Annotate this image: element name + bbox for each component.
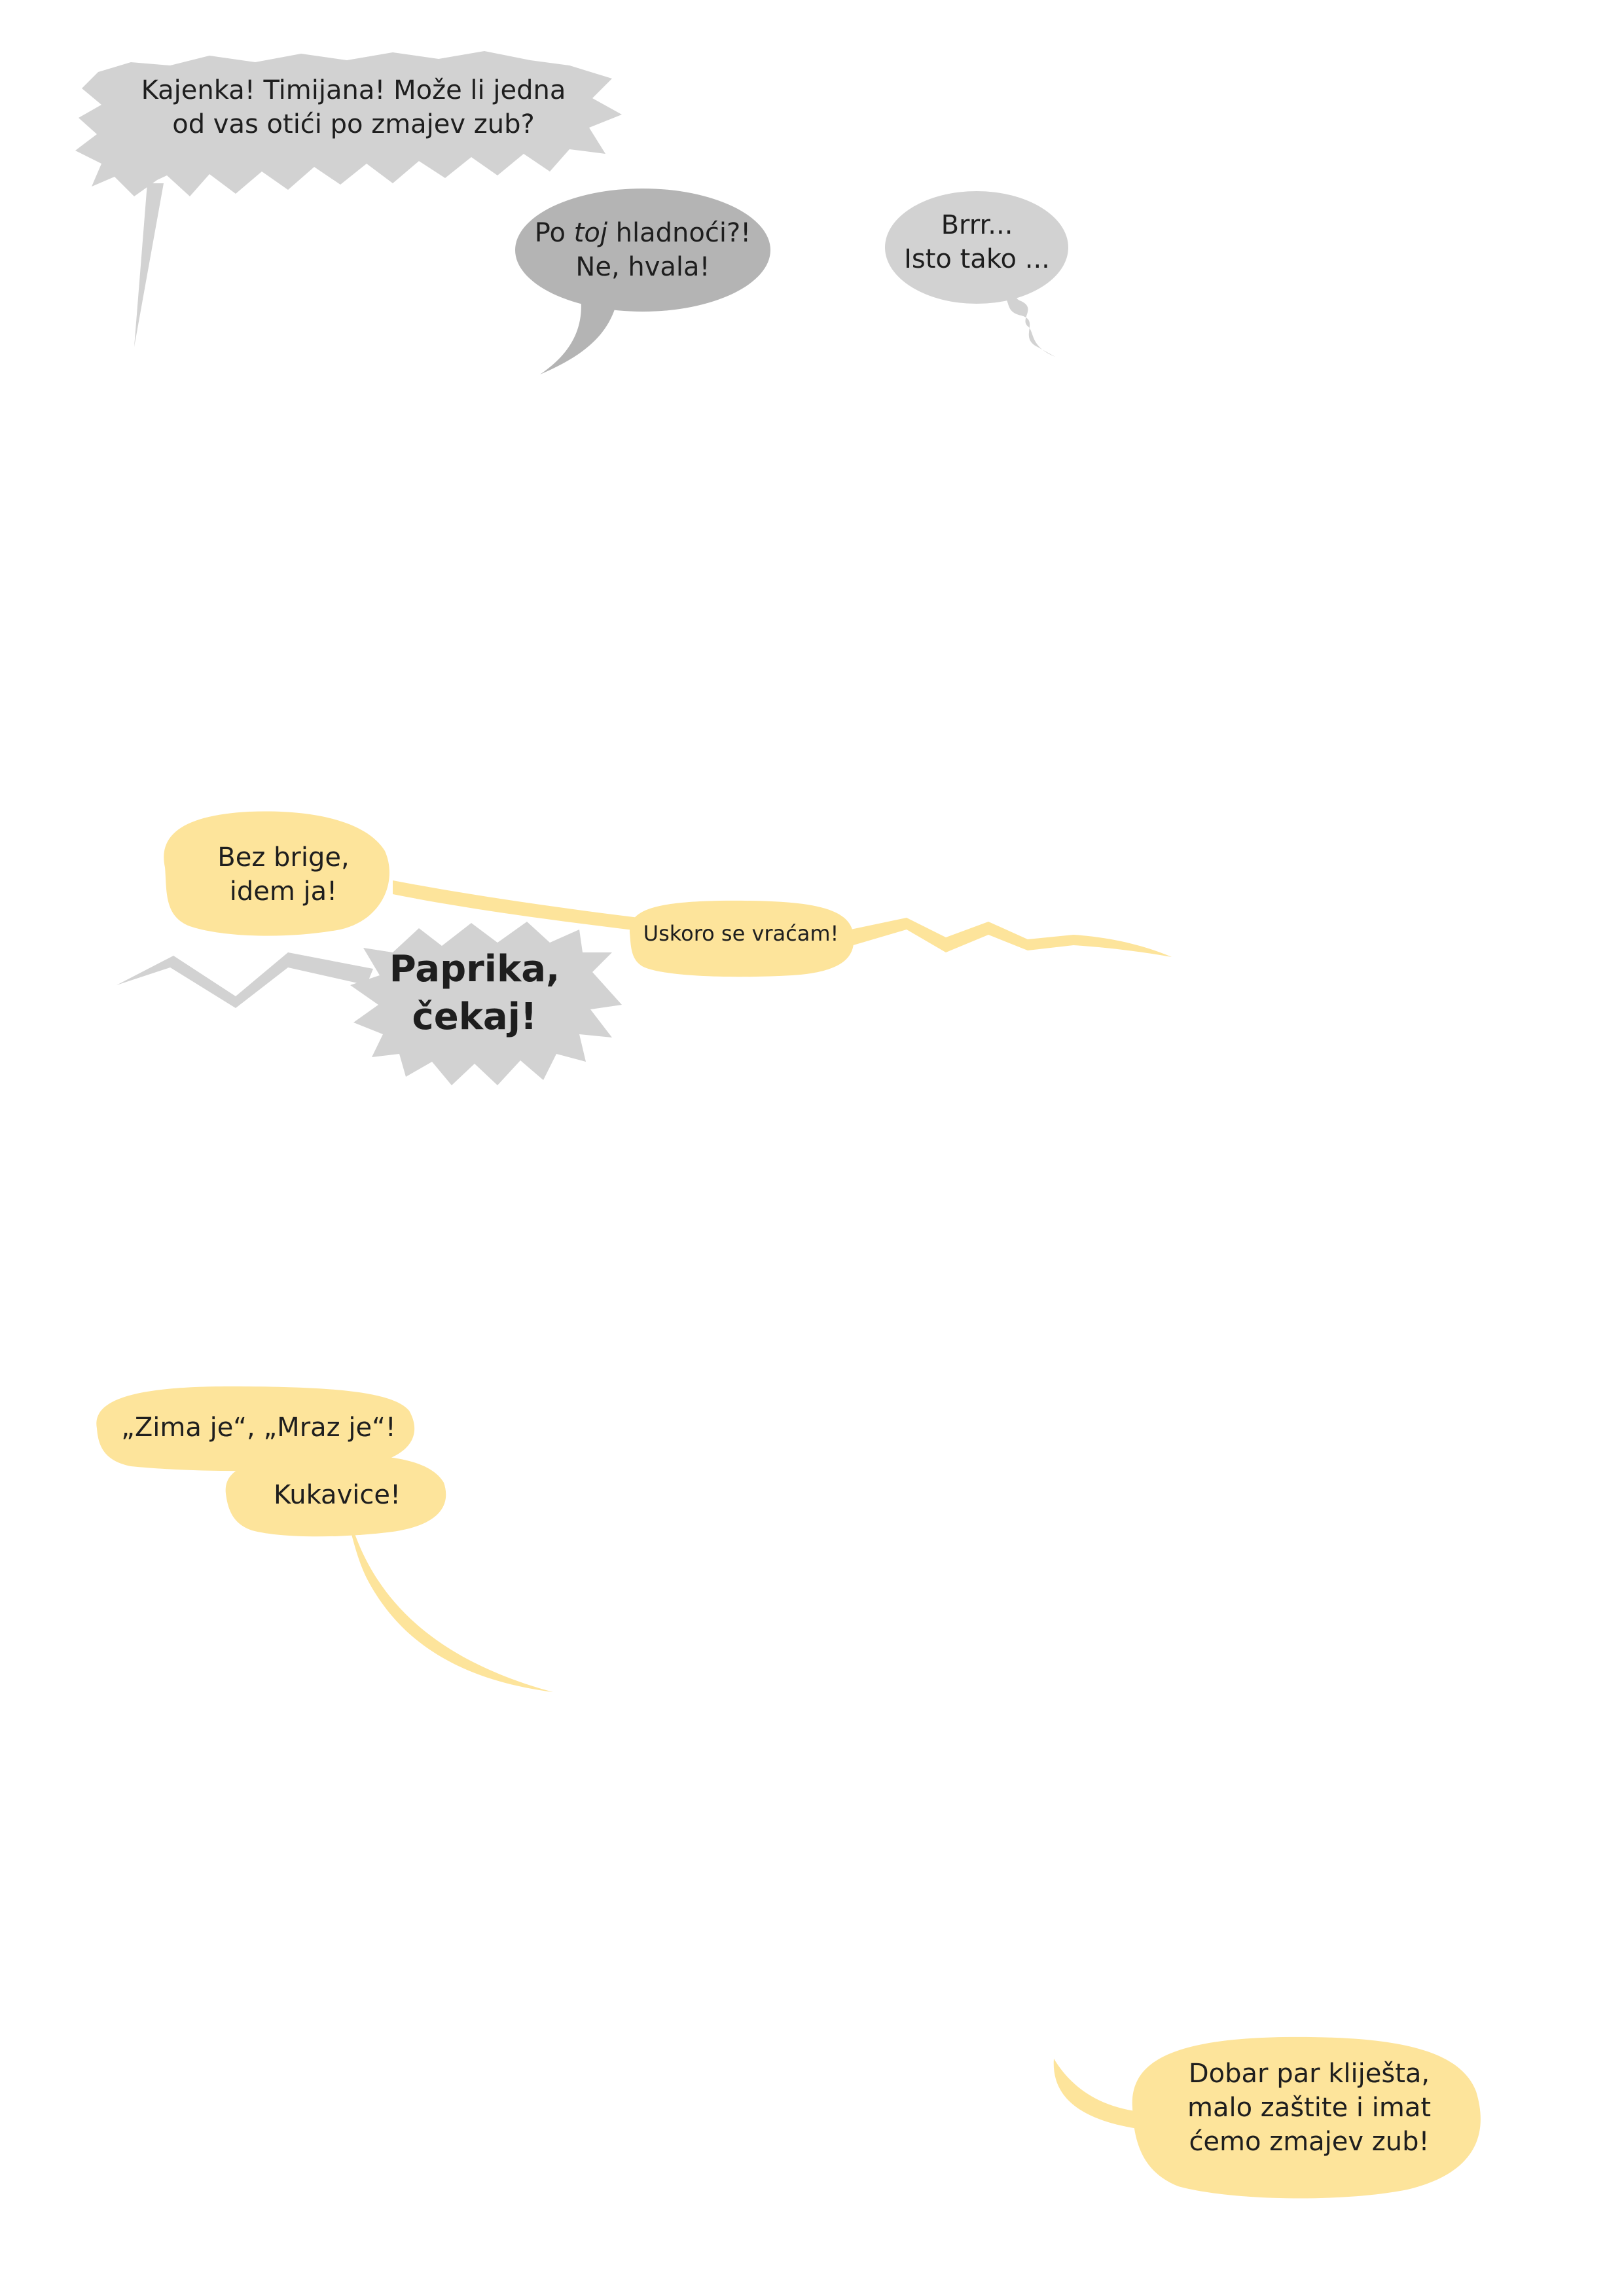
balloon-brrr-text: Brrr... Isto tako ... bbox=[887, 208, 1067, 276]
balloon-kajenka-shape bbox=[75, 51, 622, 347]
balloon-kajenka-line1: Kajenka! Timijana! Može li jedna bbox=[141, 75, 566, 105]
balloon-bez-brige-line1: Bez brige, bbox=[217, 842, 350, 873]
balloon-po-toj-text: Po toj hladnoći?! Ne, hvala! bbox=[518, 216, 767, 284]
balloon-uskoro-shape bbox=[629, 900, 1172, 977]
balloon-po-toj-line2: Ne, hvala! bbox=[575, 252, 710, 282]
balloon-dobar-par-line1: Dobar par kliješta, bbox=[1188, 2059, 1430, 2089]
balloon-kajenka-text: Kajenka! Timijana! Može li jedna od vas … bbox=[118, 73, 589, 141]
balloon-connector-tail bbox=[393, 880, 655, 933]
balloon-brrr-line1: Brrr... bbox=[941, 210, 1013, 240]
balloon-po-toj-line1: Po toj hladnoći?! bbox=[518, 216, 767, 250]
balloon-kukavice-shape bbox=[225, 1454, 553, 1692]
balloon-zima-shape bbox=[96, 1386, 415, 1471]
balloon-kukavice-text: Kukavice! bbox=[232, 1478, 442, 1512]
balloon-po-toj-emphasis: toj bbox=[573, 218, 607, 248]
balloon-po-toj-prefix: Po bbox=[534, 218, 574, 248]
balloon-uskoro-text: Uskoro se vraćam! bbox=[630, 920, 852, 948]
balloon-bez-brige-text: Bez brige, idem ja! bbox=[175, 840, 391, 909]
balloon-bez-brige-shape bbox=[164, 811, 389, 936]
balloon-bez-brige-line2: idem ja! bbox=[229, 876, 338, 907]
balloon-po-toj-suffix: hladnoći?! bbox=[607, 218, 751, 248]
balloon-paprika-shape bbox=[117, 922, 622, 1085]
balloon-paprika-line2: čekaj! bbox=[412, 995, 537, 1038]
balloon-brrr-line2: Isto tako ... bbox=[904, 244, 1050, 274]
balloon-dobar-par-line2: malo zaštite i imat bbox=[1187, 2093, 1432, 2123]
balloon-dobar-par-text: Dobar par kliješta, malo zaštite i imat … bbox=[1146, 2057, 1473, 2159]
balloon-dobar-par-line3: ćemo zmajev zub! bbox=[1189, 2127, 1430, 2157]
balloon-zima-line1: „Zima je“, „Mraz je“! bbox=[121, 1413, 396, 1443]
balloon-kukavice-line1: Kukavice! bbox=[274, 1480, 401, 1510]
balloon-zima-text: „Zima je“, „Mraz je“! bbox=[105, 1411, 412, 1445]
balloon-paprika-text: Paprika, čekaj! bbox=[367, 946, 583, 1041]
balloon-dobar-par-shape bbox=[1053, 2036, 1481, 2199]
balloon-uskoro-line1: Uskoro se vraćam! bbox=[643, 921, 839, 946]
balloon-paprika-line1: Paprika, bbox=[389, 948, 560, 990]
balloon-kajenka-line2: od vas otići po zmajev zub? bbox=[172, 109, 535, 139]
balloon-po-toj-shape bbox=[515, 189, 770, 374]
balloon-brrr-shape bbox=[885, 191, 1068, 357]
